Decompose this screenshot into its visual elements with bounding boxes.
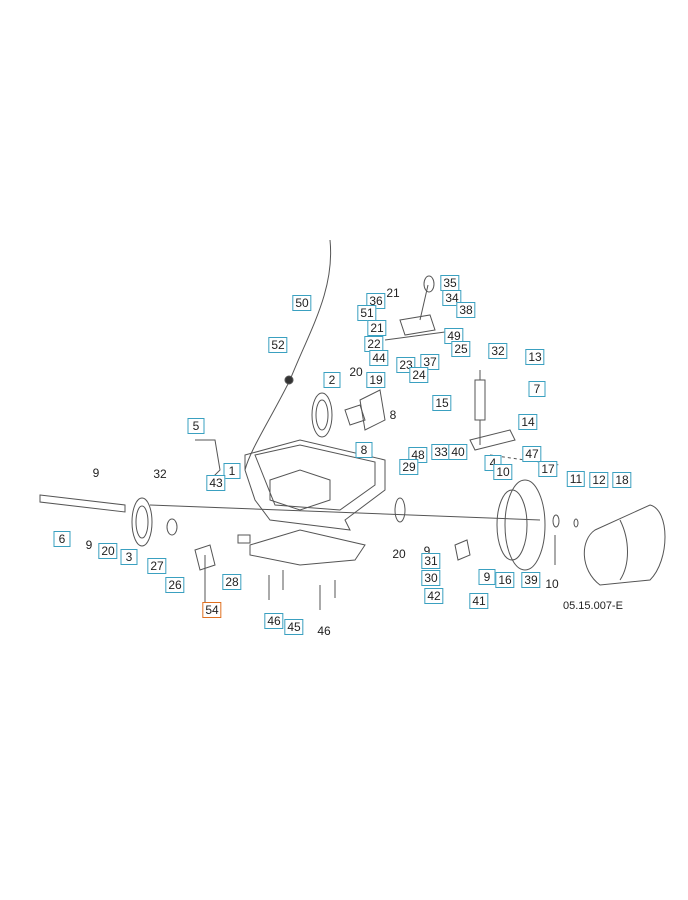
- gear-2: [311, 392, 333, 438]
- callout: 20: [349, 365, 363, 379]
- callout: 7: [528, 381, 546, 397]
- figure-reference-code: 05.15.007-E: [563, 600, 623, 612]
- callout: 44: [369, 350, 389, 366]
- hub-cover-18: [583, 504, 666, 586]
- lever: [419, 284, 429, 321]
- cable-clip: [284, 375, 294, 385]
- callout: 11: [566, 471, 586, 487]
- shaft-6: [39, 494, 126, 513]
- callout: 35: [440, 275, 460, 291]
- callout: 8: [389, 408, 397, 422]
- callout: 38: [456, 302, 476, 318]
- callout: 9: [92, 466, 100, 480]
- callout: 51: [357, 305, 377, 321]
- callout: 43: [206, 475, 226, 491]
- wheel-17: [504, 479, 546, 571]
- callout: 24: [409, 367, 429, 383]
- callout: 32: [153, 467, 167, 481]
- callout: 52: [268, 337, 288, 353]
- callout: 29: [399, 459, 419, 475]
- callout: 28: [222, 574, 242, 590]
- callout: 17: [538, 461, 558, 477]
- callout: 39: [521, 572, 541, 588]
- callout: 45: [284, 619, 304, 635]
- callout: 37: [420, 354, 440, 370]
- callout: 47: [522, 446, 542, 462]
- callout: 32: [488, 343, 508, 359]
- callout: 16: [495, 572, 515, 588]
- callout: 15: [432, 395, 452, 411]
- callout: 22: [364, 336, 384, 352]
- callout-highlighted: 54: [202, 602, 222, 618]
- callout: 1: [223, 463, 241, 479]
- callout: 9: [423, 544, 431, 558]
- callout: 46: [264, 613, 284, 629]
- callout: 20: [98, 543, 118, 559]
- callout: 6: [53, 531, 71, 547]
- callout: 2: [323, 372, 341, 388]
- callout: 9: [478, 569, 496, 585]
- chassis-frame: [244, 439, 386, 531]
- callout: 21: [386, 286, 400, 300]
- callout: 8: [355, 442, 373, 458]
- callout: 5: [187, 418, 205, 434]
- callout: 10: [493, 464, 513, 480]
- callout: 25: [451, 341, 471, 357]
- shock-absorber: [474, 379, 486, 421]
- callout: 12: [589, 472, 609, 488]
- callout: 10: [545, 577, 559, 591]
- callout: 20: [392, 547, 406, 561]
- callout: 26: [165, 577, 185, 593]
- bracket-19: [359, 389, 386, 431]
- callout: 3: [120, 549, 138, 565]
- callout: 21: [367, 320, 387, 336]
- axle: [149, 504, 541, 521]
- callout: 33: [431, 444, 451, 460]
- callout: 9: [85, 538, 93, 552]
- callout: 40: [448, 444, 468, 460]
- callout: 42: [424, 588, 444, 604]
- callout: 18: [612, 472, 632, 488]
- callout: 50: [292, 295, 312, 311]
- callout: 31: [421, 553, 441, 569]
- gear-3: [131, 497, 153, 547]
- callout: 19: [366, 372, 386, 388]
- callout: 30: [421, 570, 441, 586]
- callout: 13: [525, 349, 545, 365]
- callout: 14: [518, 414, 538, 430]
- callout: 27: [147, 558, 167, 574]
- callout: 46: [317, 624, 331, 638]
- skid-plate: [249, 529, 366, 566]
- callout: 41: [469, 593, 489, 609]
